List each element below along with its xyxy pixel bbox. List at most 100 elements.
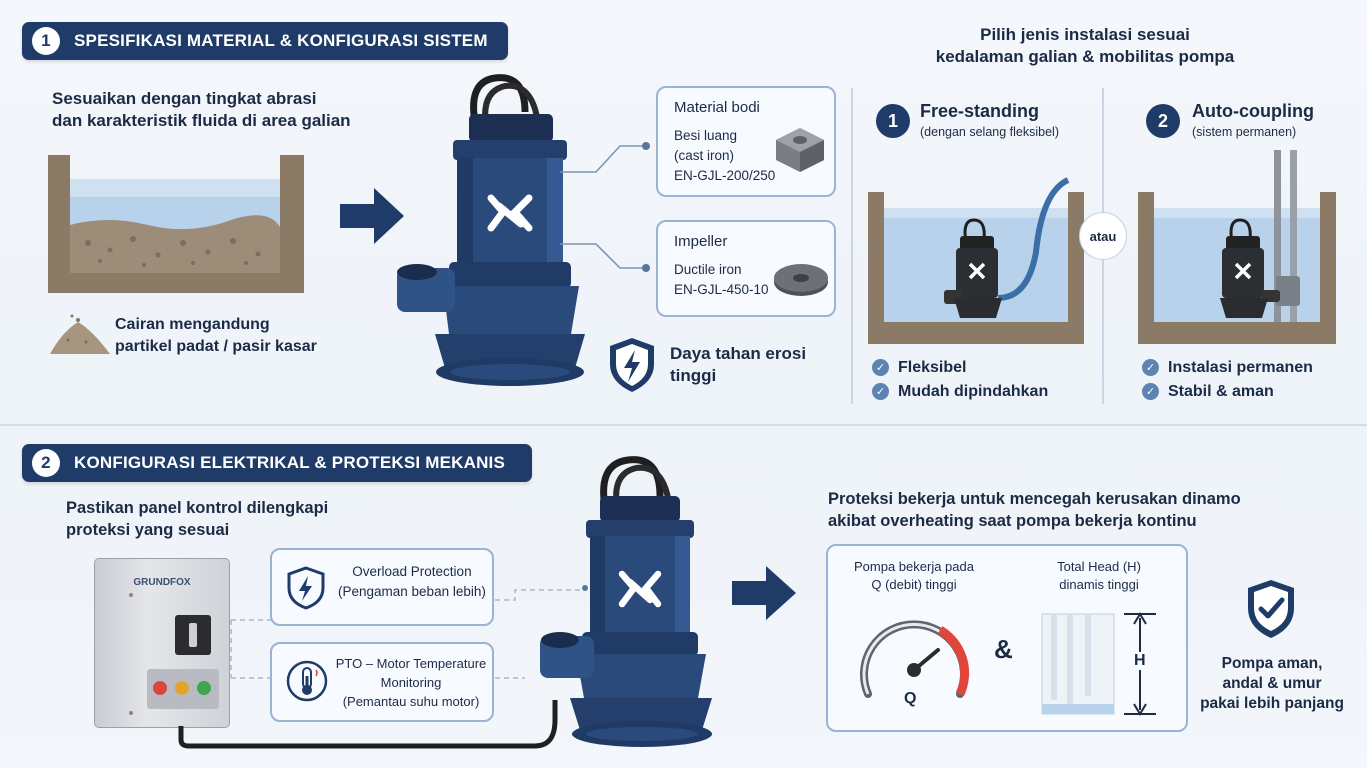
option1-bullet-2-text: Mudah dipindahkan	[898, 383, 1049, 400]
lightning-shield-icon	[287, 566, 325, 610]
fluid-heading-line1: Sesuaikan dengan tingkat abrasi	[52, 89, 317, 108]
result-line2: andal & umur	[1222, 675, 1322, 692]
head-label-line1: Total Head (H)	[1057, 559, 1141, 574]
option2-bullets: ✓ Instalasi permanen ✓Stabil & aman	[1142, 356, 1313, 404]
protection-heading-line2: akibat overheating saat pompa bekerja ko…	[828, 512, 1197, 530]
option2-bullet-2: ✓Stabil & aman	[1142, 380, 1313, 404]
or-separator: atau	[1079, 212, 1127, 260]
option1-header: Free-standing (dengan selang fleksibel)	[920, 100, 1059, 142]
yellow-indicator-light	[175, 681, 189, 695]
option1-title: Free-standing	[920, 101, 1040, 121]
material-body-card: Material bodi Besi luang (cast iron) EN-…	[656, 86, 836, 197]
option2-subtitle: (sistem permanen)	[1192, 125, 1297, 139]
result-line3: pakai lebih panjang	[1200, 695, 1344, 712]
impeller-line1: Ductile iron	[674, 262, 742, 277]
panel-brand: GRUNDFOX	[133, 577, 191, 588]
option2-header: Auto-coupling (sistem permanen)	[1192, 100, 1314, 142]
option1-subtitle: (dengan selang fleksibel)	[920, 125, 1059, 139]
fluid-heading: Sesuaikan dengan tingkat abrasi dan kara…	[52, 88, 351, 132]
check-icon: ✓	[1142, 359, 1159, 377]
auto-coupling-pit-illustration	[1138, 150, 1336, 344]
pto-line1: PTO – Motor Temperature	[335, 656, 487, 671]
impeller-card-title: Impeller	[674, 233, 728, 250]
gauge-label-line1: Pompa bekerja pada	[854, 559, 974, 574]
section1-number: 1	[32, 27, 60, 55]
panel-heading-line2: proteksi yang sesuai	[66, 521, 230, 539]
result-line1: Pompa aman,	[1221, 655, 1323, 672]
section-divider	[0, 424, 1367, 426]
option2-bullet-1-text: Instalasi permanen	[1168, 359, 1313, 376]
overload-subtitle: (Pengaman beban lebih)	[338, 584, 486, 599]
flow-gauge-icon	[860, 620, 970, 698]
screw	[129, 593, 133, 597]
total-head-illustration	[1041, 612, 1156, 716]
pto-line2: Monitoring	[380, 675, 442, 690]
thermometer-icon	[286, 660, 328, 702]
protection-heading: Proteksi bekerja untuk mencegah kerusaka…	[828, 488, 1241, 532]
arrow-right-icon	[340, 188, 404, 244]
panel-heading: Pastikan panel kontrol dilengkapi protek…	[66, 497, 328, 541]
sand-caption-line2: partikel padat / pasir kasar	[115, 338, 317, 355]
section1-title: SPESIFIKASI MATERIAL & KONFIGURASI SISTE…	[74, 31, 488, 50]
installation-heading-line2: kedalaman galian & mobilitas pompa	[935, 47, 1235, 66]
option1-bullet-1: ✓Fleksibel	[872, 356, 1048, 380]
material-line2: (cast iron)	[674, 148, 735, 163]
sand-caption-line1: Cairan mengandung	[115, 316, 270, 333]
protection-heading-line1: Proteksi bekerja untuk mencegah kerusaka…	[828, 490, 1241, 508]
option1-number: 1	[876, 104, 910, 138]
sand-pile-icon	[50, 314, 110, 354]
panel-heading-line1: Pastikan panel kontrol dilengkapi	[66, 499, 329, 517]
option2-number: 2	[1146, 104, 1180, 138]
installation-heading: Pilih jenis instalasi sesuai kedalaman g…	[870, 24, 1300, 68]
overload-title: Overload Protection	[352, 564, 472, 579]
switch-handle	[189, 623, 197, 647]
result-caption: Pompa aman, andal & umur pakai lebih pan…	[1196, 654, 1348, 714]
green-indicator-light	[197, 681, 211, 695]
overload-protection-card: Overload Protection (Pengaman beban lebi…	[270, 548, 494, 626]
operating-conditions-card: Pompa bekerja pada Q (debit) tinggi Q & …	[826, 544, 1188, 732]
option2-bullet-1: ✓ Instalasi permanen	[1142, 356, 1313, 380]
section2-banner: 2 KONFIGURASI ELEKTRIKAL & PROTEKSI MEKA…	[22, 444, 532, 482]
head-label: Total Head (H) dinamis tinggi	[1024, 558, 1174, 594]
material-card-title: Material bodi	[674, 99, 760, 116]
gauge-letter: Q	[904, 690, 917, 707]
connector-lines	[560, 142, 650, 272]
installation-left-divider	[851, 88, 853, 404]
option2-title: Auto-coupling	[1192, 101, 1314, 121]
sediment-pit-illustration	[48, 155, 304, 293]
impeller-line2: EN-GJL-450-10	[674, 282, 769, 297]
erosion-line2: tinggi	[670, 366, 717, 385]
submersible-pump-illustration	[540, 456, 712, 747]
material-card-text: Besi luang (cast iron) EN-GJL-200/250	[674, 126, 775, 186]
head-label-line2: dinamis tinggi	[1059, 577, 1139, 592]
panel-switch	[175, 615, 211, 655]
check-shield-icon	[1248, 580, 1294, 638]
fluid-heading-line2: dan karakteristik fluida di area galian	[52, 111, 351, 130]
lightning-shield-icon	[610, 338, 654, 392]
control-panel: GRUNDFOX	[94, 558, 230, 728]
arrow-right-icon	[732, 566, 796, 620]
panel-cable-lines	[178, 585, 588, 749]
pto-line3: (Pemantau suhu motor)	[342, 694, 480, 709]
head-letter: H	[1132, 652, 1148, 670]
option1-bullet-1-text: Fleksibel	[898, 359, 967, 376]
erosion-caption: Daya tahan erosi tinggi	[670, 343, 806, 387]
pto-card: PTO – Motor Temperature Monitoring (Pema…	[270, 642, 494, 722]
material-line3: EN-GJL-200/250	[674, 168, 776, 183]
cast-iron-block-icon	[776, 128, 824, 172]
section2-title: KONFIGURASI ELEKTRIKAL & PROTEKSI MEKANI…	[74, 453, 506, 472]
impeller-disc-icon	[774, 264, 828, 296]
impeller-card-text: Ductile iron EN-GJL-450-10	[674, 260, 769, 300]
indicator-plate	[147, 669, 219, 709]
gauge-label: Pompa bekerja pada Q (debit) tinggi	[828, 558, 1000, 594]
ampersand: &	[994, 634, 1013, 664]
free-standing-pit-illustration	[868, 177, 1084, 344]
section2-number: 2	[32, 449, 60, 477]
overload-text: Overload Protection (Pengaman beban lebi…	[338, 562, 486, 602]
check-icon: ✓	[1142, 383, 1159, 401]
option1-bullets: ✓Fleksibel ✓Mudah dipindahkan	[872, 356, 1048, 404]
gauge-label-line2: Q (debit) tinggi	[871, 577, 957, 592]
section1-banner: 1 SPESIFIKASI MATERIAL & KONFIGURASI SIS…	[22, 22, 508, 60]
material-line1: Besi luang	[674, 128, 738, 143]
submersible-pump-illustration	[397, 74, 585, 386]
